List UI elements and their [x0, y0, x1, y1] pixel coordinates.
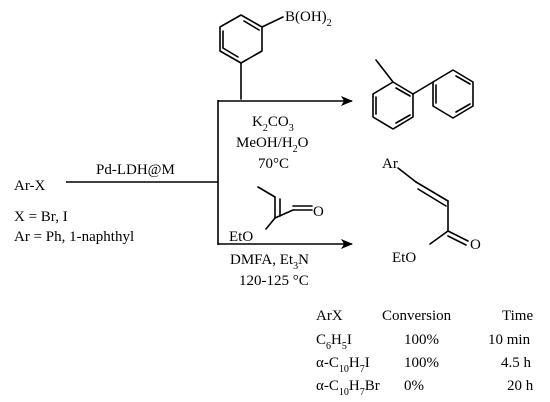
suzuki-base: K2CO3 — [252, 114, 294, 134]
table-row-1-time: 10 min — [488, 332, 531, 348]
table-row-3-arx: α-C10H7Br — [316, 378, 380, 398]
product-ar-label: Ar — [382, 156, 398, 172]
table-row-3-time: 20 h — [507, 378, 534, 394]
cinnamate-product-structure — [397, 167, 469, 246]
reactant-formula: Ar-X — [14, 178, 46, 194]
catalyst-label: Pd-LDH@M — [96, 162, 175, 178]
table-row-1-arx: C6H5I — [316, 332, 352, 352]
heck-temperature: 120-125 °C — [239, 273, 309, 289]
table-row-1-conversion: 100% — [404, 332, 439, 348]
table-row-3-conversion: 0% — [404, 378, 424, 394]
product-ethoxy: EtO — [392, 250, 416, 266]
table-header-conversion: Conversion — [382, 308, 452, 324]
table-row-2-arx: α-C10H7I — [316, 355, 370, 375]
results-table: ArX Conversion Time C6H5I 100% 10 min α-… — [316, 308, 534, 398]
table-row-2-conversion: 100% — [404, 355, 439, 371]
x-definition: X = Br, I — [14, 209, 68, 225]
suzuki-temperature: 70°C — [258, 156, 289, 172]
boronic-acid-structure — [219, 14, 284, 100]
table-header-arx: ArX — [316, 308, 343, 324]
acrylate-carbonyl-oxygen: O — [313, 204, 324, 220]
table-header-time: Time — [502, 308, 533, 324]
boronic-acid-label: B(OH)2 — [285, 9, 332, 29]
product-carbonyl-oxygen: O — [470, 237, 481, 253]
suzuki-solvent: MeOH/H2O — [236, 135, 309, 155]
heck-solvent: DMFA, Et3N — [230, 252, 309, 272]
biaryl-product-structure — [372, 59, 474, 130]
table-row-2-time: 4.5 h — [501, 355, 532, 371]
ar-definition: Ar = Ph, 1-naphthyl — [14, 229, 134, 245]
acrylate-structure — [257, 186, 313, 230]
acrylate-ethoxy: EtO — [229, 229, 253, 245]
